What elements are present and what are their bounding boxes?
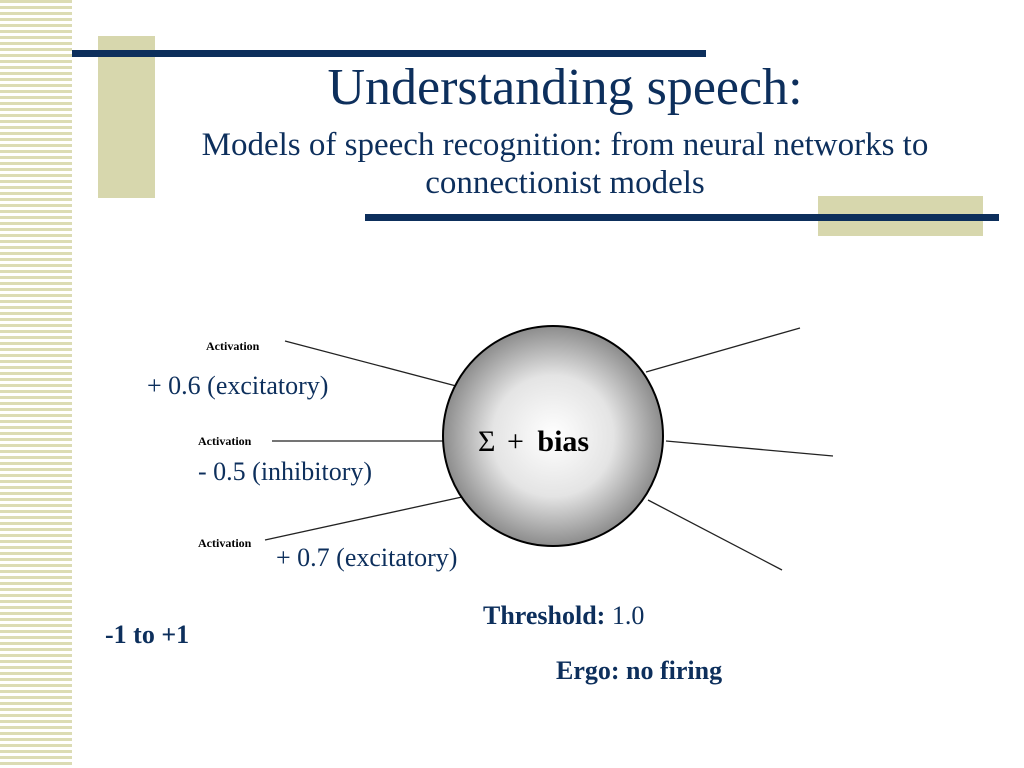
slide-title: Understanding speech: — [327, 59, 803, 116]
threshold: Threshold: 1.0 — [483, 601, 644, 631]
output-line-3 — [647, 499, 783, 571]
sigma-symbol: Σ — [478, 425, 495, 458]
slide-subtitle: Models of speech recognition: from neura… — [201, 127, 929, 201]
bottom-rule — [365, 214, 999, 221]
output-line-2 — [665, 440, 834, 457]
threshold-value: 1.0 — [611, 601, 645, 630]
activation-label-2: Activation — [198, 434, 252, 448]
activation-range: -1 to +1 — [105, 620, 190, 649]
decorative-stripes — [0, 0, 72, 768]
weight-label-1: + 0.6 (excitatory) — [147, 371, 329, 400]
conclusion: Ergo: no firing — [556, 656, 723, 685]
output-line-1 — [645, 327, 801, 373]
svg-text:Σ + bias: Σ + bias — [478, 425, 589, 458]
neuron-body — [442, 325, 664, 547]
activation-label-3: Activation — [198, 536, 252, 550]
weight-label-3: + 0.7 (excitatory) — [276, 543, 458, 572]
activation-label-1: Activation — [206, 339, 260, 353]
threshold-label: Threshold: — [483, 601, 606, 630]
input-line-1 — [284, 340, 461, 388]
decorative-block-left — [98, 36, 155, 198]
top-rule — [72, 50, 706, 57]
weight-label-2: - 0.5 (inhibitory) — [198, 457, 373, 486]
bias-label: bias — [537, 425, 589, 458]
input-line-3 — [264, 496, 463, 541]
plus-sign: + — [507, 425, 524, 458]
